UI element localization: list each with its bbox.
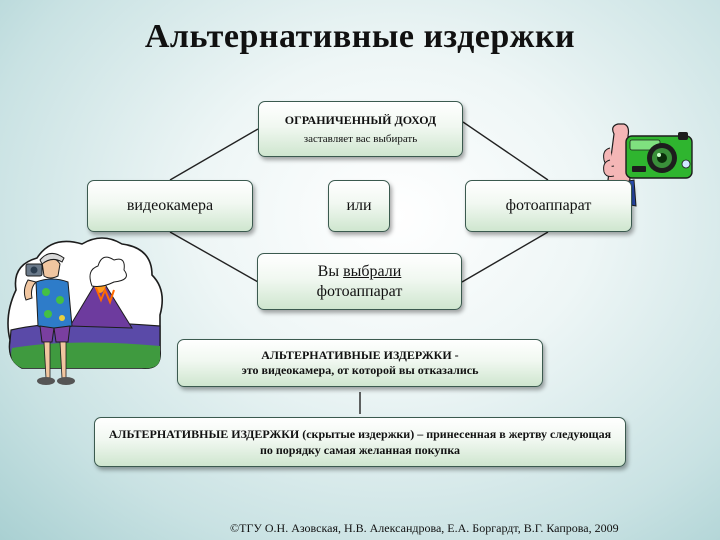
line-videocamera-to-chose [169,231,259,283]
choice-verb: выбрали [343,262,402,280]
line-photocamera-to-chose [461,231,549,283]
photocamera-box: фотоаппарат [465,180,632,232]
or-box: или [328,180,390,232]
or-label: или [346,197,372,214]
videocamera-label: видеокамера [126,197,214,214]
alternative-costs-box: АЛЬТЕРНАТИВНЫЕ ИЗДЕРЖКИ - это видеокамер… [177,339,543,387]
alternative-costs-heading: АЛЬТЕРНАТИВНЫЕ ИЗДЕРЖКИ - [261,348,459,362]
hand-camera-illustration [603,123,693,207]
choice-line1: Вы выбрали [318,262,402,282]
tourist-illustration [7,237,163,385]
hidden-costs-box: АЛЬТЕРНАТИВНЫЕ ИЗДЕРЖКИ (скрытые издержк… [94,417,626,467]
choice-prefix: Вы [317,262,344,280]
line-income-to-photocamera [462,121,549,181]
limited-income-heading: ОГРАНИЧЕННЫЙ ДОХОД [284,113,437,127]
choice-box: Вы выбрали фотоаппарат [257,253,462,310]
photocamera-label: фотоаппарат [505,197,592,214]
limited-income-box: ОГРАНИЧЕННЫЙ ДОХОД заставляет вас выбира… [258,101,463,157]
slide-title: Альтернативные издержки [144,18,576,55]
hidden-costs-definition: АЛЬТЕРНАТИВНЫЕ ИЗДЕРЖКИ (скрытые издержк… [108,427,612,457]
footer-credits: ©ТГУ О.Н. Азовская, Н.В. Александрова, Е… [230,521,619,535]
limited-income-subtext: заставляет вас выбирать [303,133,418,145]
choice-line2: фотоаппарат [316,282,403,300]
line-income-to-videocamera [169,128,259,181]
alternative-costs-definition: это видеокамера, от которой вы отказалис… [241,363,479,377]
videocamera-box: видеокамера [87,180,253,232]
